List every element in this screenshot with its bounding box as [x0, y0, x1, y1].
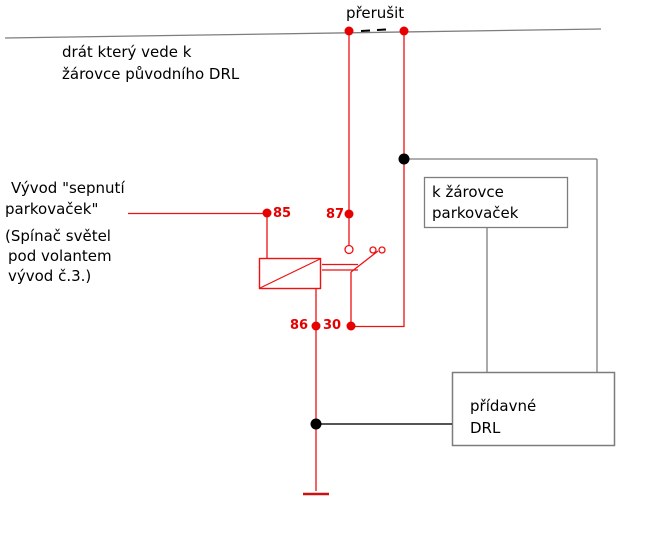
cut-dash-right: [376, 28, 387, 31]
drl-box-line2: DRL: [470, 419, 501, 437]
output-note-line2: parkovaček": [5, 200, 99, 218]
parking-bulb-box-outline: [423, 176, 569, 229]
pin87-label: 87: [326, 207, 345, 222]
pin87-dot: [344, 209, 354, 219]
cut-point-left-dot: [344, 26, 354, 36]
main-drl-wire: [4, 28, 602, 39]
pin85-dot: [262, 208, 272, 218]
parking-bulb-box-line2: parkovaček: [432, 204, 519, 222]
parking-bulb-box-line1: k žárovce: [432, 183, 504, 201]
cut-dash-left: [360, 29, 371, 32]
pin30-arm-diagonal: [350, 250, 379, 273]
pin86-label: 86: [290, 318, 309, 333]
output-note-line1: Vývod "sepnutí: [11, 179, 125, 197]
black-junction-top: [398, 153, 410, 165]
contact-circle-b: [378, 246, 386, 254]
interrupt-label: přerušit: [346, 4, 405, 22]
switch-note-line2: pod volantem: [8, 247, 112, 265]
pin30-dot: [346, 321, 356, 331]
cut-point-right-dot: [399, 26, 409, 36]
pin30-label: 30: [323, 318, 342, 333]
contact-circle-a: [369, 246, 377, 254]
wire-note-line1: drát který vede k: [62, 43, 192, 61]
black-junction-bottom: [310, 418, 322, 430]
switch-note-line1: (Spínač světel: [5, 227, 111, 245]
drl-box-line1: přídavné: [470, 397, 537, 415]
switch-note-line3: vývod č.3.): [8, 267, 92, 285]
contact-open-circle: [344, 244, 354, 255]
pin85-label: 85: [273, 206, 292, 221]
drl-box-outline: [451, 371, 616, 447]
wire-note-line2: žárovce původního DRL: [62, 65, 240, 83]
pin86-dot: [311, 321, 321, 331]
relay-coil-diagonal: [259, 258, 321, 289]
